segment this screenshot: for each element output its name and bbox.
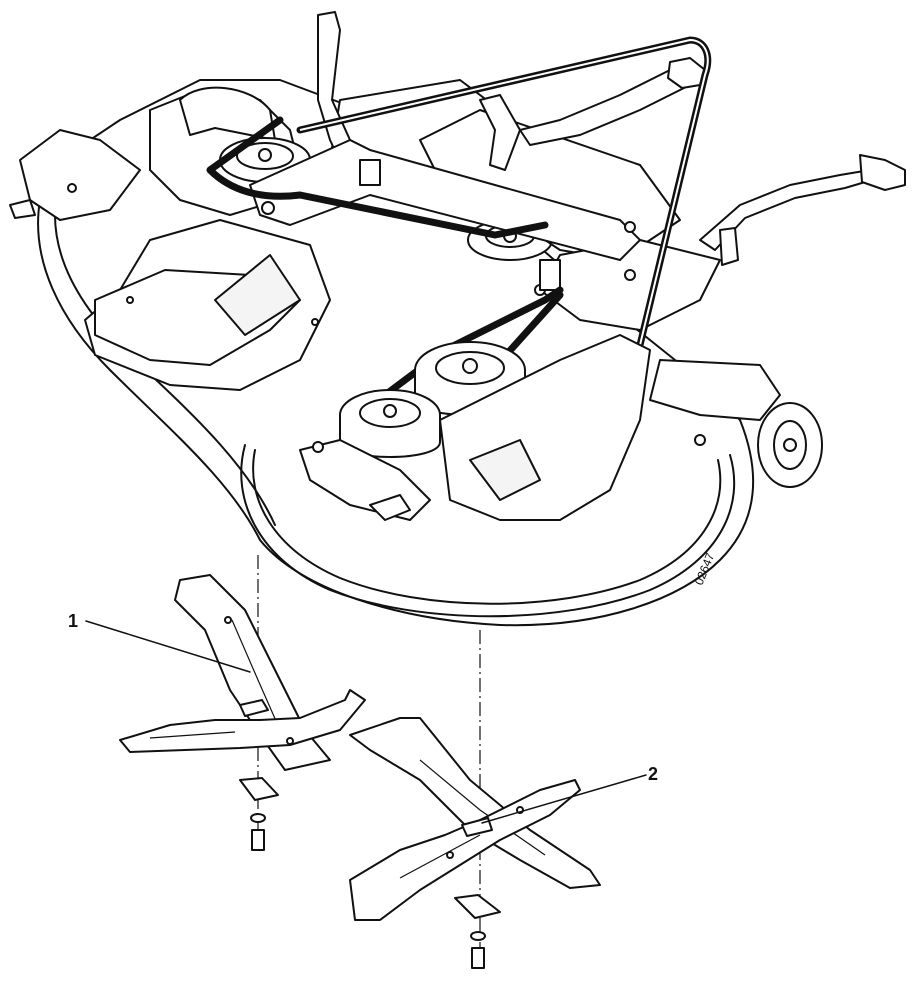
callout-2-label: 2: [648, 764, 658, 784]
callout-1: 1: [68, 611, 251, 673]
right-blade-assembly: [349, 717, 601, 969]
callout-2: 2: [481, 764, 658, 824]
left-spindle-housing: [9, 86, 311, 221]
gauge-wheel: [649, 359, 823, 488]
callout-1-leader: [85, 620, 251, 673]
lift-rods: [519, 57, 906, 266]
deck-hanger-brackets: [249, 11, 641, 291]
right-spindle-housing: [299, 334, 706, 521]
drive-belt: [206, 36, 712, 444]
left-blade-assembly: [119, 574, 366, 851]
discharge-cover: [84, 219, 331, 391]
callout-2-leader: [481, 774, 647, 824]
callout-1-label: 1: [68, 611, 78, 631]
